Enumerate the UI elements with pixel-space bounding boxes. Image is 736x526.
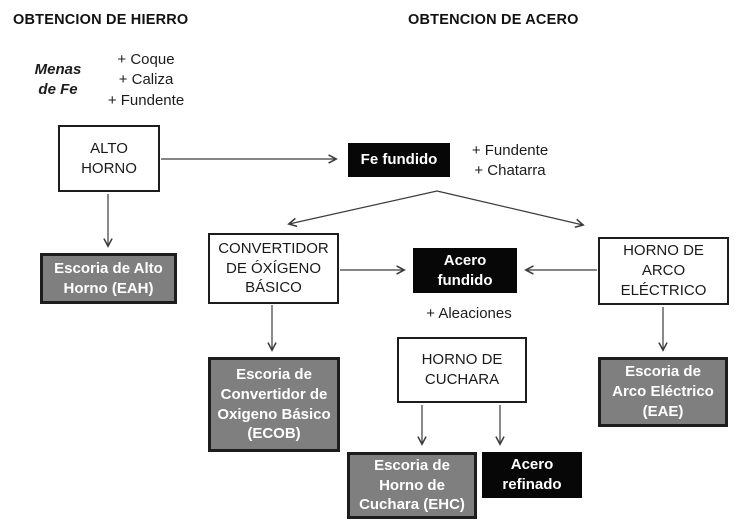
node-escoria-alto-horno: Escoria de Alto Horno (EAH) — [40, 253, 177, 304]
node-label-line: Cuchara (EHC) — [359, 496, 465, 514]
node-label-line: CUCHARA — [424, 371, 500, 388]
label-line: Menas — [34, 61, 82, 78]
label-line: de Fe — [38, 81, 78, 99]
node-label-line: HORNO DE — [421, 351, 503, 369]
node-label-line: Horno (EAH) — [63, 279, 154, 297]
arrow-fe-fundido-to-horno-arco — [436, 190, 585, 229]
node-label-line: fundido — [437, 271, 493, 289]
node-label-line: Acero — [443, 251, 487, 269]
node-acero-fundido: Acero fundido — [413, 248, 517, 293]
node-label-line: Escoria de — [236, 365, 312, 383]
node-label-line: (ECOB) — [247, 425, 301, 443]
node-horno-arco-electrico: HORNO DE ARCO ELÉCTRICO — [598, 237, 729, 305]
node-label-line: DE ÓXÍGENO — [225, 259, 322, 277]
node-label-line: Arco Eléctrico — [612, 383, 714, 401]
node-escoria-convertidor-ecob: Escoria de Convertidor de Oxigeno Básico… — [208, 357, 340, 452]
node-label-line: ELÉCTRICO — [620, 281, 707, 299]
node-escoria-arco-electrico: Escoria de Arco Eléctrico (EAE) — [598, 357, 728, 427]
node-alto-horno: ALTO HORNO — [58, 125, 160, 192]
node-label-line: Fe fundido — [360, 151, 438, 169]
node-label-line: ARCO — [641, 262, 686, 280]
arrow-fe-fundido-to-convertidor — [287, 190, 438, 228]
node-label-line: HORNO DE — [623, 242, 704, 260]
node-horno-cuchara: HORNO DE CUCHARA — [397, 337, 527, 403]
label-line: + Caliza — [118, 71, 174, 89]
label-line: + Chatarra — [474, 162, 546, 180]
node-convertidor-oxigeno-basico: CONVERTIDOR DE ÓXÍGENO BÁSICO — [208, 233, 339, 304]
node-fe-fundido: Fe fundido — [348, 143, 450, 177]
node-label-line: refinado — [502, 476, 562, 493]
node-label-line: (EAE) — [642, 402, 684, 420]
label-menas-de-fe: Menas de Fe — [26, 60, 90, 101]
label-line: + Coque — [117, 51, 175, 68]
node-label-line: HORNO — [81, 159, 137, 177]
label-blast-furnace-inputs: + Coque + Caliza + Fundente — [102, 50, 190, 111]
node-label-line: Oxigeno Básico — [217, 405, 331, 423]
label-line: + Aleaciones — [426, 305, 512, 322]
node-label-line: Escoria de — [625, 363, 701, 381]
label-aleaciones: + Aleaciones — [416, 304, 522, 324]
node-label-line: Escoria de Alto — [54, 259, 163, 277]
node-escoria-horno-cuchara: Escoria de Horno de Cuchara (EHC) — [347, 452, 477, 519]
node-label-line: Horno de — [379, 476, 445, 494]
node-label-line: BÁSICO — [245, 279, 302, 297]
node-label-line: Convertidor de — [220, 385, 328, 403]
node-acero-refinado: Acero refinado — [482, 452, 582, 498]
node-label-line: Acero — [510, 456, 554, 474]
section-title-hierro: OBTENCION DE HIERRO — [13, 12, 189, 28]
node-label-line: CONVERTIDOR — [218, 239, 329, 257]
label-steel-inputs: + Fundente + Chatarra — [462, 141, 558, 182]
node-label-line: Escoria de — [374, 456, 450, 474]
label-line: + Fundente — [107, 91, 185, 109]
node-label-line: ALTO — [90, 139, 128, 157]
label-line: + Fundente — [471, 142, 549, 159]
section-title-acero: OBTENCION DE ACERO — [408, 12, 579, 28]
